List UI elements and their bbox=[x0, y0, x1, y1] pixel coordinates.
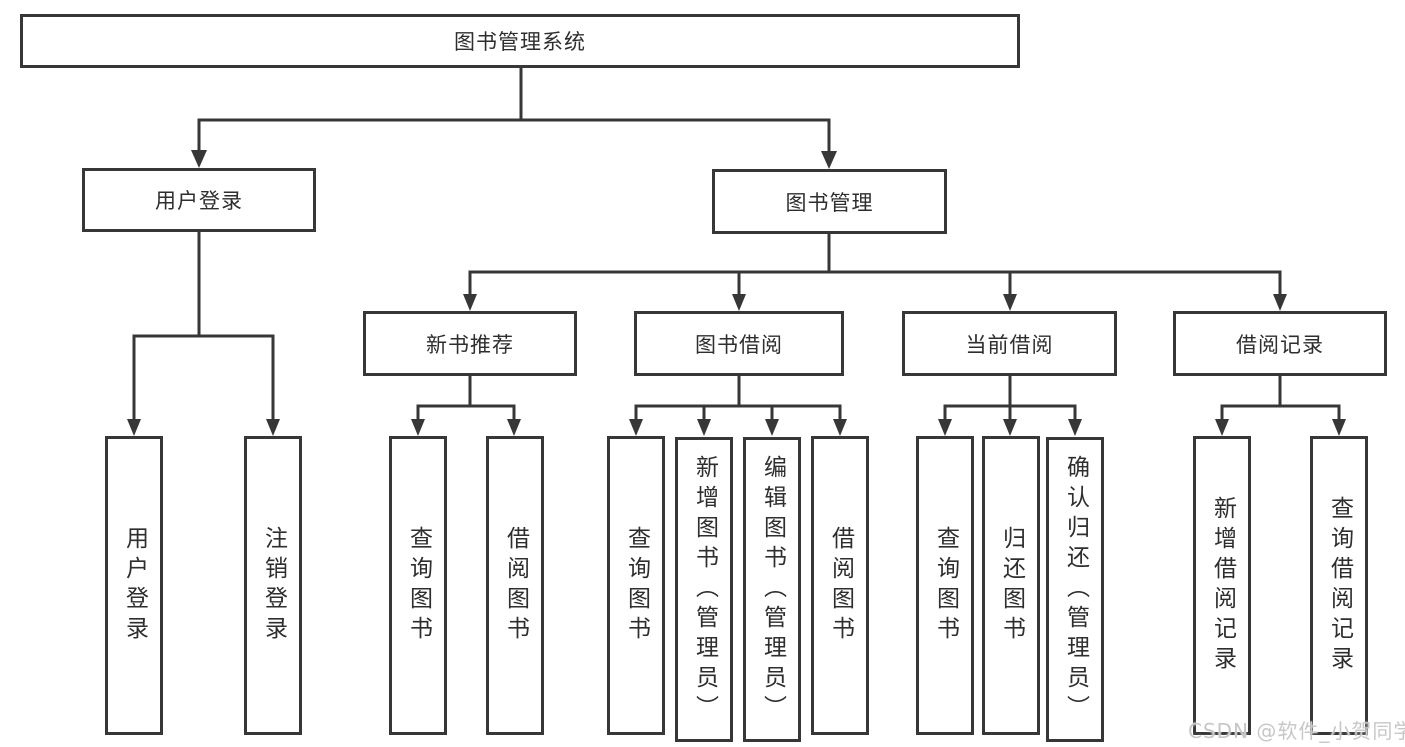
node-current-borrow-label: 当前借阅 bbox=[965, 332, 1054, 357]
leaf-confirm-return-admin-label: 确认归还（管理员） bbox=[1062, 454, 1089, 725]
connector-current-borrow bbox=[943, 374, 1077, 423]
arrow-down-icon bbox=[1332, 419, 1346, 436]
arrow-down-icon bbox=[411, 419, 425, 436]
arrow-down-icon bbox=[1003, 294, 1017, 311]
connector-book-borrow bbox=[634, 374, 842, 423]
node-user-login-label: 用户登录 bbox=[155, 189, 243, 213]
arrow-down-icon bbox=[732, 294, 746, 311]
arrow-down-icon bbox=[507, 419, 521, 436]
node-book-borrow: 图书借阅 bbox=[634, 311, 844, 376]
node-root-label: 图书管理系统 bbox=[454, 30, 586, 54]
arrow-down-icon bbox=[697, 419, 711, 436]
connector-book-management bbox=[468, 232, 1282, 298]
leaf-borrow-books-recommend-label: 借阅图书 bbox=[502, 525, 529, 646]
arrow-down-icon bbox=[127, 419, 141, 436]
arrow-down-icon bbox=[765, 419, 779, 436]
arrow-down-icon bbox=[938, 419, 952, 436]
leaf-add-borrow-record: 新增借阅记录 bbox=[1193, 436, 1251, 735]
leaf-query-books-borrow: 查询图书 bbox=[607, 436, 665, 735]
arrow-down-icon bbox=[1003, 419, 1017, 436]
arrow-down-icon bbox=[1273, 294, 1287, 311]
leaf-query-books-current-label: 查询图书 bbox=[932, 525, 959, 646]
node-new-book-recommend-label: 新书推荐 bbox=[426, 332, 514, 357]
arrow-down-icon bbox=[1068, 419, 1082, 436]
node-book-management-label: 图书管理 bbox=[785, 190, 874, 215]
connector-root bbox=[197, 66, 831, 155]
leaf-user-login: 用户登录 bbox=[105, 436, 163, 735]
watermark: CSDN @软件_小贺同学 bbox=[1188, 719, 1405, 743]
node-book-borrow-label: 图书借阅 bbox=[695, 332, 783, 357]
leaf-edit-book-admin: 编辑图书（管理员） bbox=[743, 437, 801, 742]
leaf-query-books-borrow-label: 查询图书 bbox=[623, 525, 650, 646]
node-borrow-records-label: 借阅记录 bbox=[1236, 332, 1324, 357]
node-root-library-system: 图书管理系统 bbox=[20, 14, 1020, 68]
leaf-confirm-return-admin: 确认归还（管理员） bbox=[1046, 437, 1104, 742]
arrow-down-icon bbox=[629, 419, 643, 436]
node-new-book-recommend: 新书推荐 bbox=[363, 311, 577, 376]
leaf-add-borrow-record-label: 新增借阅记录 bbox=[1209, 495, 1236, 676]
connector-borrow-records bbox=[1220, 374, 1341, 423]
leaf-add-book-admin-label: 新增图书（管理员） bbox=[691, 454, 718, 725]
arrow-down-icon bbox=[1215, 419, 1229, 436]
leaf-return-book: 归还图书 bbox=[982, 436, 1040, 735]
arrow-down-icon bbox=[821, 151, 837, 169]
leaf-query-books-recommend: 查询图书 bbox=[389, 436, 447, 735]
connector-user-login bbox=[132, 230, 275, 423]
leaf-return-book-label: 归还图书 bbox=[998, 525, 1025, 646]
leaf-borrow-books-label: 借阅图书 bbox=[827, 525, 854, 646]
arrow-down-icon bbox=[266, 419, 280, 436]
connector-new-book bbox=[416, 374, 516, 423]
leaf-logout: 注销登录 bbox=[244, 436, 302, 735]
arrowhead-icon-group bbox=[127, 150, 1346, 436]
node-book-management: 图书管理 bbox=[712, 169, 947, 234]
node-current-borrow: 当前借阅 bbox=[902, 311, 1117, 376]
arrow-down-icon bbox=[191, 150, 207, 168]
leaf-query-books-recommend-label: 查询图书 bbox=[405, 525, 432, 646]
leaf-borrow-books-recommend: 借阅图书 bbox=[486, 436, 544, 735]
leaf-add-book-admin: 新增图书（管理员） bbox=[675, 437, 733, 742]
leaf-logout-label: 注销登录 bbox=[260, 525, 287, 646]
arrow-down-icon bbox=[463, 294, 477, 311]
leaf-user-login-label: 用户登录 bbox=[121, 525, 148, 646]
leaf-query-borrow-record: 查询借阅记录 bbox=[1310, 436, 1368, 735]
leaf-query-books-current: 查询图书 bbox=[916, 436, 974, 735]
arrow-down-icon bbox=[833, 419, 847, 436]
connector-line-group bbox=[132, 66, 1341, 423]
node-user-login: 用户登录 bbox=[82, 168, 316, 232]
leaf-query-borrow-record-label: 查询借阅记录 bbox=[1326, 495, 1353, 676]
leaf-borrow-books: 借阅图书 bbox=[811, 436, 869, 735]
leaf-edit-book-admin-label: 编辑图书（管理员） bbox=[759, 454, 786, 725]
node-borrow-records: 借阅记录 bbox=[1173, 311, 1387, 376]
